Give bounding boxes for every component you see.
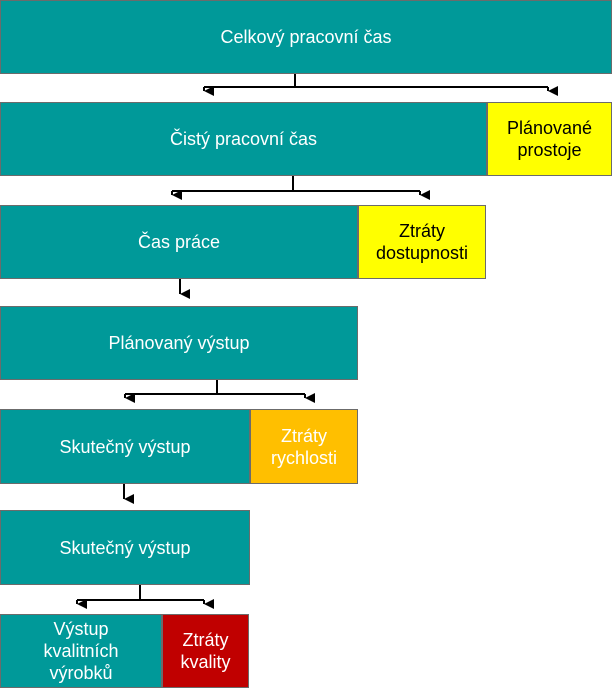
connector-actual2-to-good [76, 584, 214, 609]
planned-downtime-box: Plánované prostoje [487, 102, 612, 176]
quality-loss-box: Ztráty kvality [162, 614, 249, 688]
availability-loss-box: Ztráty dostupnosti [358, 205, 486, 279]
actual-output-2-box: Skutečný výstup [0, 510, 250, 585]
total-time-box: Celkový pracovní čas [0, 0, 612, 74]
good-output-box: Výstup kvalitních výrobků [0, 614, 162, 688]
connector-planned-to-actual [124, 379, 315, 403]
connector-total-to-net [203, 73, 558, 96]
speed-loss-box: Ztráty rychlosti [250, 409, 358, 484]
operating-time-box: Čas práce [0, 205, 358, 279]
connector-net-to-operating [171, 175, 430, 200]
planned-output-box: Plánovaný výstup [0, 306, 358, 380]
net-time-box: Čistý pracovní čas [0, 102, 487, 176]
actual-output-box: Skutečný výstup [0, 409, 250, 484]
